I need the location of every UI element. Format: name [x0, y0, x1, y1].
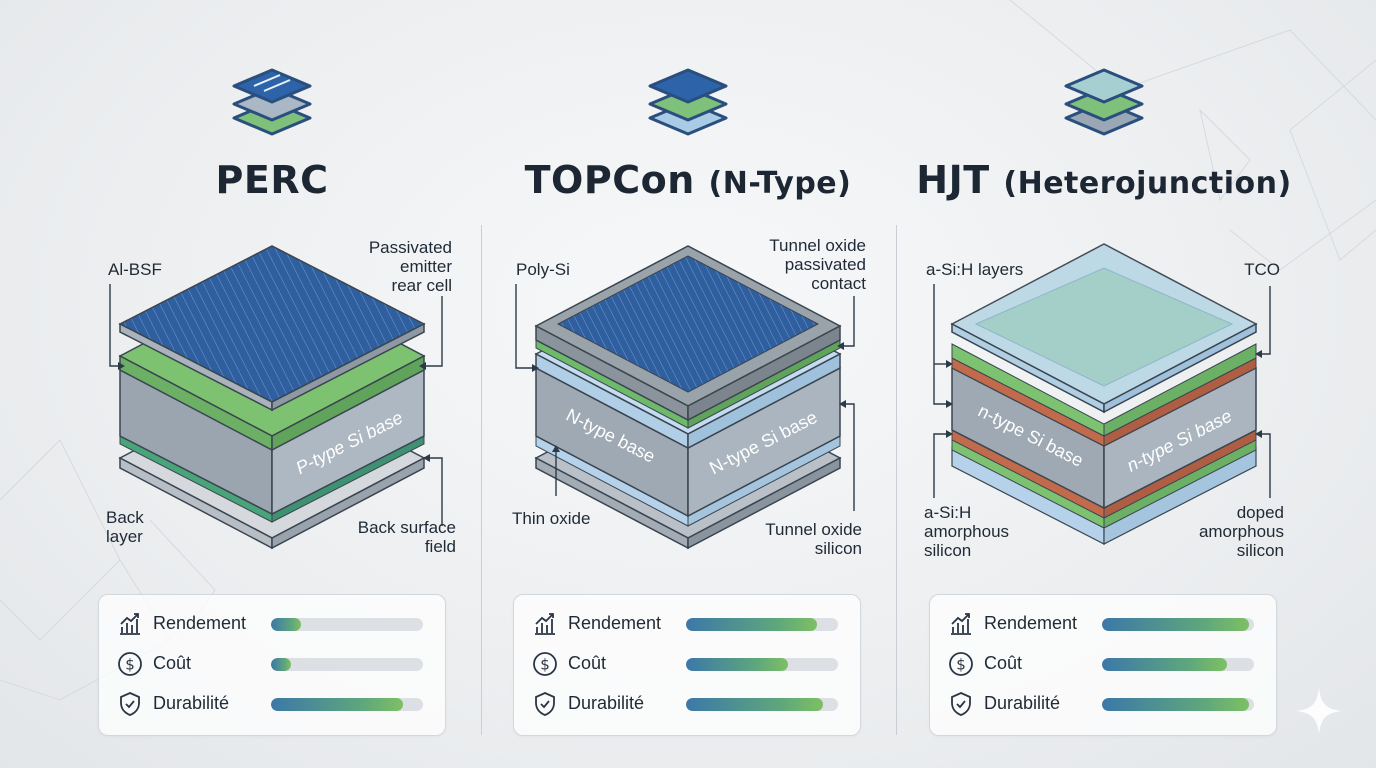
metric-label: Rendement: [153, 613, 247, 633]
metric-bar: [1102, 618, 1254, 631]
metric-label: Durabilité: [568, 693, 645, 713]
metrics-card-topcon: Rendement $ Coût Durabilité: [513, 594, 861, 736]
label-tunnel-oxide-passivated-contact: Tunnel oxide passivated contact: [769, 236, 866, 293]
metric-bar-fill: [686, 658, 788, 671]
label-al-bsf: Al-BSF: [108, 260, 162, 279]
metric-row: $ Coût: [948, 649, 1268, 679]
label-back-surface-field: Back surface field: [357, 518, 456, 556]
label-back-layer: Back layer: [106, 508, 144, 546]
label-doped-amorphous-silicon: doped amorphous silicon: [1198, 503, 1284, 560]
layers-icon: [1064, 68, 1144, 136]
label-poly-si: Poly-Si: [516, 260, 570, 279]
label-a-si-h-layers: a-Si:H layers: [926, 260, 1024, 279]
label-tco: TCO: [1244, 260, 1280, 279]
column-divider: [896, 225, 897, 735]
label-tunnel-oxide-silicon: Tunnel oxide silicon: [765, 520, 862, 558]
metric-bar-fill: [1102, 618, 1250, 631]
label-thin-oxide: Thin oxide: [512, 509, 591, 528]
metric-bar-fill: [1102, 698, 1250, 711]
perc-layer-stack: P-type Si base: [109, 245, 443, 550]
metric-bar: [686, 658, 838, 671]
label-passivated-emitter: Passivated emitter rear cell: [368, 238, 452, 295]
svg-text:$: $: [540, 656, 550, 674]
metric-row: $ Coût: [117, 649, 437, 679]
svg-text:$: $: [956, 656, 966, 674]
metric-label: Durabilité: [153, 693, 230, 713]
sparkle-icon: [1296, 688, 1342, 734]
chart-icon: [535, 613, 555, 635]
metric-row: $ Coût: [532, 649, 852, 679]
metric-label: Coût: [568, 653, 607, 673]
metric-bar: [271, 658, 423, 671]
column-hjt: HJT (Heterojunction): [894, 0, 1314, 768]
metric-label: Coût: [984, 653, 1023, 673]
layers-icon: [232, 68, 312, 136]
shield-check-icon: [535, 692, 555, 716]
column-perc: PERC: [62, 0, 482, 768]
metric-row: Durabilité: [948, 689, 1268, 719]
metric-bar: [1102, 658, 1254, 671]
metric-row: Rendement: [532, 609, 852, 639]
metrics-card-perc: Rendement $ Coût Durabilité: [98, 594, 446, 736]
dollar-icon: $: [949, 652, 973, 676]
svg-text:$: $: [125, 656, 135, 674]
metric-bar-fill: [1102, 658, 1227, 671]
metric-bar-fill: [271, 698, 404, 711]
metric-label: Durabilité: [984, 693, 1061, 713]
metrics-card-hjt: Rendement $ Coût Durabilité: [929, 594, 1277, 736]
chart-icon: [120, 613, 140, 635]
topcon-layer-stack: N-type base N-type Si base: [515, 245, 855, 550]
metric-label: Rendement: [984, 613, 1078, 633]
column-title: HJT (Heterojunction): [916, 158, 1292, 202]
column-divider: [481, 225, 482, 735]
dollar-icon: $: [118, 652, 142, 676]
metric-row: Durabilité: [532, 689, 852, 719]
metric-bar-fill: [271, 658, 291, 671]
metric-bar-fill: [686, 618, 817, 631]
chart-icon: [951, 613, 971, 635]
column-title: TOPCon (N-Type): [524, 158, 852, 202]
metric-label: Coût: [153, 653, 192, 673]
metric-row: Rendement: [117, 609, 437, 639]
metric-row: Rendement: [948, 609, 1268, 639]
metric-bar: [271, 698, 423, 711]
metric-bar-fill: [686, 698, 823, 711]
dollar-icon: $: [533, 652, 557, 676]
label-a-si-h-amorphous-silicon: a-Si:H amorphous silicon: [924, 503, 1010, 560]
hjt-layer-stack: n-type Si base n-type Si base: [933, 243, 1271, 545]
metric-bar: [686, 618, 838, 631]
metric-bar: [686, 698, 838, 711]
shield-check-icon: [120, 692, 140, 716]
metric-label: Rendement: [568, 613, 662, 633]
shield-check-icon: [951, 692, 971, 716]
metric-bar-fill: [271, 618, 302, 631]
column-title: PERC: [215, 158, 329, 202]
layers-icon: [648, 68, 728, 136]
column-topcon: TOPCon (N-Type): [478, 0, 898, 768]
metric-bar: [271, 618, 423, 631]
metric-row: Durabilité: [117, 689, 437, 719]
metric-bar: [1102, 698, 1254, 711]
